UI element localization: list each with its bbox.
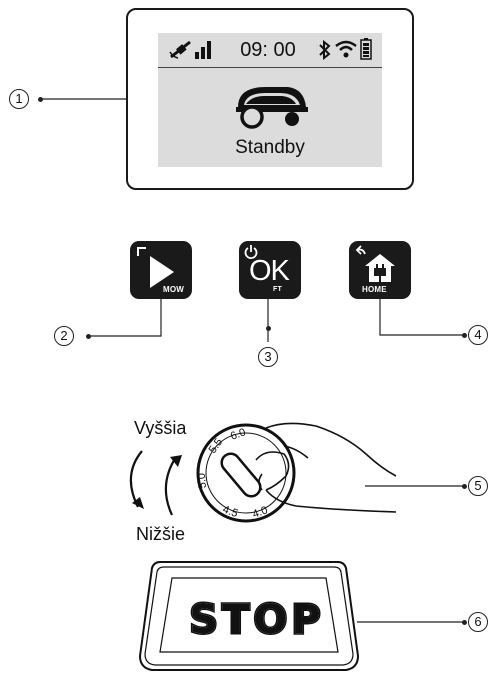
dial-mark-6-0: 6.0 (229, 426, 247, 443)
house-plug-icon (355, 245, 395, 282)
wifi-icon (335, 40, 357, 58)
status-text: Standby (235, 137, 305, 158)
bluetooth-icon (319, 40, 331, 60)
mow-button[interactable]: MOW (130, 241, 192, 299)
dial-mark-4-0: 4.0 (251, 504, 269, 521)
dial-mark-4-5: 4.5 (221, 504, 239, 521)
ok-sub-label: FT (273, 286, 282, 293)
callout-5: 5 (468, 476, 488, 496)
home-label: HOME (362, 285, 387, 294)
higher-label: Vyššia (134, 418, 187, 438)
ok-button[interactable]: OK FT (239, 241, 301, 299)
status-row: 09: 00 (158, 33, 382, 67)
stop-label: STOP (189, 597, 324, 640)
satellite-icon (169, 40, 191, 59)
rotate-arrows-icon (129, 450, 182, 516)
leader-dot-6 (462, 620, 467, 625)
height-dial[interactable]: 6.0 5.5 5.0 4.5 4.0 (196, 418, 406, 528)
mow-label: MOW (163, 285, 185, 294)
callout-1: 1 (9, 89, 29, 109)
stop-button-frame (138, 561, 360, 671)
leader-dot-3 (266, 326, 271, 331)
power-icon (244, 245, 258, 259)
callout-2: 2 (54, 326, 74, 346)
dial-mark-5-0: 5.0 (196, 472, 209, 488)
ok-label: OK (249, 255, 290, 287)
lcd-screen: 09: 00 Standby (158, 33, 382, 167)
signal-bars-icon (195, 41, 211, 59)
stop-button[interactable]: STOP STOP (172, 596, 342, 640)
callout-4: 4 (468, 325, 488, 345)
home-button[interactable]: HOME (349, 241, 411, 299)
leader-dot-4 (462, 333, 467, 338)
robot-mower-icon (236, 87, 308, 129)
callout-6: 6 (468, 612, 488, 632)
callout-3: 3 (258, 347, 278, 367)
clock: 09: 00 (240, 39, 296, 61)
leader-dot-5 (462, 484, 467, 489)
leader-dot-2 (86, 334, 91, 339)
stop-label-fill: STOP (189, 597, 324, 640)
battery-icon (360, 38, 372, 60)
screen-divider (158, 67, 382, 68)
play-icon (137, 247, 174, 288)
leader-dot-1 (38, 97, 43, 102)
lower-label: Nižšie (136, 524, 186, 544)
